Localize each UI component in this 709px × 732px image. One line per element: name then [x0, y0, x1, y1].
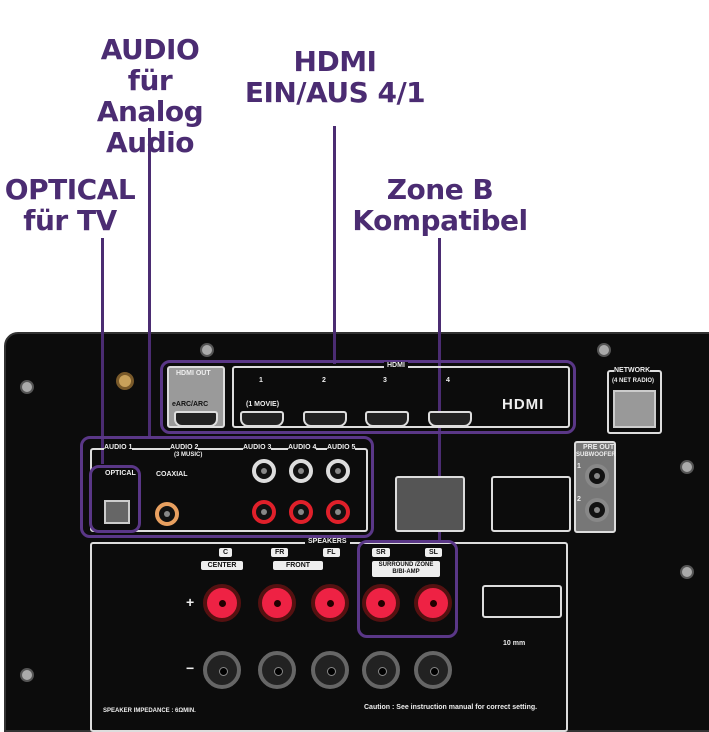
hdmi-in-1[interactable] [240, 411, 284, 427]
sr-tag: SR [372, 548, 390, 557]
front-left-minus-terminal[interactable] [311, 651, 349, 689]
audio4-right[interactable] [289, 500, 313, 524]
network-label: NETWORK [614, 367, 651, 374]
zone-b-highlight-box [357, 540, 458, 638]
surround-right-plus-terminal[interactable] [362, 584, 400, 622]
audio2-sublabel: (3 MUSIC) [174, 452, 203, 458]
center-label: CENTER [201, 561, 243, 570]
coaxial-label: COAXIAL [156, 471, 188, 478]
subwoofer-1-port[interactable] [585, 464, 609, 488]
hdmi-port-number: 3 [383, 377, 387, 384]
screw [20, 380, 34, 394]
center-tag: C [219, 548, 233, 557]
audio3-label: AUDIO 3 [243, 444, 272, 451]
speaker-impedance-label: SPEAKER IMPEDANCE : 6ΩMIN. [103, 708, 196, 714]
leader-line-optical [101, 238, 104, 464]
hdmi-port-number: 4 [446, 377, 450, 384]
surround-right-minus-terminal[interactable] [362, 651, 400, 689]
subwoofer-label: SUBWOOFER [576, 452, 616, 458]
audio-highlight-box [80, 436, 374, 538]
hdmi-highlight-box [160, 360, 576, 434]
surround-left-minus-terminal[interactable] [414, 651, 452, 689]
surround-left-plus-terminal[interactable] [414, 584, 452, 622]
caution-label: Caution : See instruction manual for cor… [364, 704, 538, 711]
screw [200, 343, 214, 357]
callout-line: AUDIO [100, 33, 200, 66]
wire-strip-warning [482, 585, 562, 618]
audio2-label: AUDIO 2 [170, 444, 199, 451]
callout-line: HDMI [293, 45, 377, 78]
hdmi-port1-sublabel: (1 MOVIE) [246, 401, 280, 408]
front-label: FRONT [273, 561, 323, 570]
leader-line-audio [148, 128, 151, 438]
leader-line-hdmi [333, 126, 336, 364]
fr-tag: FR [271, 548, 289, 557]
audio5-left[interactable] [326, 459, 350, 483]
optical-port[interactable] [104, 500, 130, 524]
surround-label: SURROUND /ZONE B/BI-AMP [372, 561, 440, 577]
earc-label: eARC/ARC [172, 401, 209, 408]
audio5-right[interactable] [326, 500, 350, 524]
fl-tag: FL [323, 548, 340, 557]
callout-line: OPTICAL [4, 173, 136, 206]
audio3-left[interactable] [252, 459, 276, 483]
hdmi-group-label: HDMI [384, 362, 408, 369]
network-sublabel: (4 NET RADIO) [612, 378, 654, 384]
callout-line: Zone B [386, 173, 494, 206]
warning-illustration [395, 476, 465, 532]
hdmi-port-number: 2 [322, 377, 326, 384]
hdmi-logo: HDMI [502, 396, 545, 413]
callout-line: EIN/AUS 4/1 [244, 76, 426, 109]
strip-length-label: 10 mm [503, 640, 526, 647]
callout-zone-b: Zone B Kompatibel [345, 174, 535, 236]
callout-line: Kompatibel [352, 204, 528, 237]
coaxial-port[interactable] [155, 502, 179, 526]
screw [680, 460, 694, 474]
screw [597, 343, 611, 357]
audio5-label: AUDIO 5 [327, 444, 356, 451]
pre-out-label: PRE OUT [583, 444, 615, 451]
optical-highlight-box [89, 465, 141, 533]
sub1-label: 1 [577, 463, 581, 470]
minus-label: − [186, 660, 195, 676]
leader-line-zone-b [438, 238, 441, 543]
audio4-left[interactable] [289, 459, 313, 483]
callout-optical: OPTICAL für TV [0, 174, 150, 236]
hdmi-out-port[interactable] [174, 411, 218, 427]
sl-tag: SL [425, 548, 442, 557]
warning-illustration [491, 476, 571, 532]
audio1-label: AUDIO 1 [104, 444, 133, 451]
callout-hdmi: HDMI EIN/AUS 4/1 [225, 46, 445, 108]
subwoofer-2-port[interactable] [585, 498, 609, 522]
plus-label: + [186, 594, 195, 610]
hdmi-out-label: HDMI OUT [176, 370, 211, 377]
audio3-right[interactable] [252, 500, 276, 524]
front-right-plus-terminal[interactable] [258, 584, 296, 622]
callout-line: für TV [23, 204, 117, 237]
hdmi-in-4[interactable] [428, 411, 472, 427]
sub2-label: 2 [577, 496, 581, 503]
center-plus-terminal[interactable] [203, 584, 241, 622]
center-minus-terminal[interactable] [203, 651, 241, 689]
ethernet-port[interactable] [613, 390, 656, 428]
hdmi-in-3[interactable] [365, 411, 409, 427]
hdmi-in-2[interactable] [303, 411, 347, 427]
front-right-minus-terminal[interactable] [258, 651, 296, 689]
audio4-label: AUDIO 4 [288, 444, 317, 451]
optical-label: OPTICAL [105, 470, 136, 477]
speakers-label: SPEAKERS [305, 538, 350, 545]
callout-line: für Analog [96, 64, 204, 128]
antenna-jack [116, 372, 134, 390]
screw [680, 565, 694, 579]
screw [20, 668, 34, 682]
hdmi-port-number: 1 [259, 377, 263, 384]
front-left-plus-terminal[interactable] [311, 584, 349, 622]
